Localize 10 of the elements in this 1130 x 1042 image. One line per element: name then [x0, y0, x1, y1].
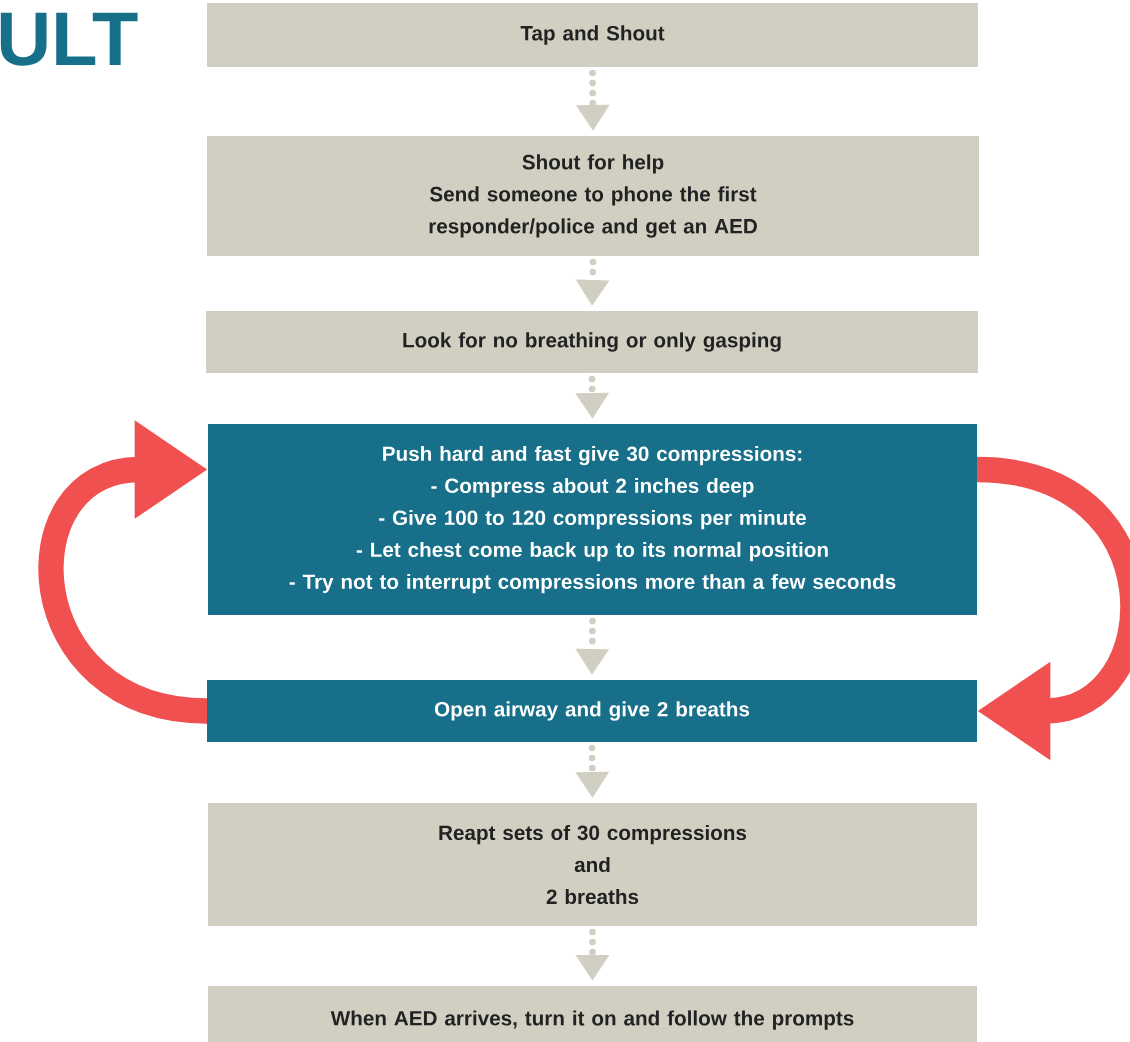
process-box: Push hard and fast give 30 compressions: - Compress about 2 inches deep - Give 100 to 120 compressions per minute - Let chest come back up to its normal position - Try not to interrupt compressions more than a few seconds: [208, 424, 977, 615]
process-box: When AED arrives, turn it on and follow the prompts: [208, 986, 977, 1042]
process-box: Open airway and give 2 breaths: [207, 680, 977, 742]
process-box: Reapt sets of 30 compressions and 2 breaths: [208, 803, 977, 926]
cycle-arrow: [38, 420, 209, 724]
process-box: Tap and Shout: [207, 3, 978, 67]
cycle-arrow: [975, 456, 1130, 761]
title: ULT: [0, 12, 138, 66]
process-box: Look for no breathing or only gasping: [206, 311, 978, 373]
process-box: Shout for help Send someone to phone the first responder/police and get an AED: [207, 136, 979, 256]
